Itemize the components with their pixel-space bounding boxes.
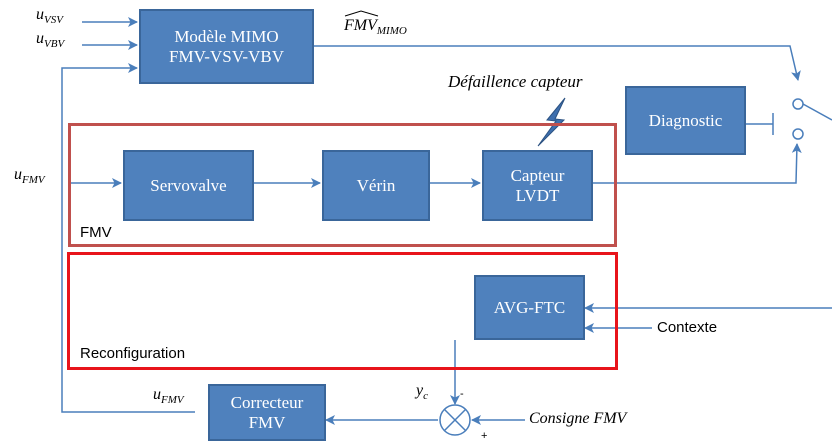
reconfiguration-frame	[67, 252, 618, 370]
correcteur-fmv-label: Correcteur FMV	[230, 392, 304, 432]
u-fmv-output-label: uFMV	[153, 386, 184, 407]
servovalve-block[interactable]: Servovalve	[123, 150, 254, 221]
u-vsv-label: uVSV	[36, 6, 63, 27]
summing-junction	[439, 404, 471, 436]
mimo-model-label: Modèle MIMO FMV-VSV-VBV	[169, 26, 284, 66]
fmv-mimo-estimate-label: FMVMIMO	[344, 17, 407, 38]
mimo-output-line	[314, 45, 801, 81]
consigne-label: Consigne FMV	[529, 410, 627, 427]
diagnostic-label: Diagnostic	[648, 110, 723, 130]
switch-lever	[802, 103, 832, 121]
u-vbv-label: uVBV	[36, 30, 65, 51]
verin-label: Vérin	[356, 175, 396, 195]
correcteur-fmv-block[interactable]: Correcteur FMV	[208, 384, 326, 441]
contexte-label: Contexte	[657, 319, 718, 336]
minus-sign: -	[460, 388, 464, 400]
summing-cross-b	[443, 408, 467, 432]
mimo-model-block[interactable]: Modèle MIMO FMV-VSV-VBV	[139, 9, 314, 84]
fmv-frame	[68, 123, 617, 247]
u-fmv-input-label: uFMV	[14, 166, 45, 187]
verin-block[interactable]: Vérin	[322, 150, 430, 221]
switch-contact-top	[792, 98, 804, 110]
yc-label: yc	[416, 382, 428, 403]
capteur-lvdt-block[interactable]: Capteur LVDT	[482, 150, 593, 221]
diagnostic-block[interactable]: Diagnostic	[625, 86, 746, 155]
capteur-to-switch	[593, 143, 802, 184]
servovalve-label: Servovalve	[150, 175, 227, 195]
defaillance-label: Défaillence capteur	[448, 72, 583, 91]
lightning-icon	[537, 97, 566, 147]
avg-ftc-block[interactable]: AVG-FTC	[474, 275, 585, 340]
fmv-frame-label: FMV	[80, 224, 112, 241]
capteur-lvdt-label: Capteur LVDT	[510, 165, 565, 205]
plus-sign: +	[481, 430, 488, 442]
avg-ftc-label: AVG-FTC	[493, 297, 566, 317]
u-fmv-feedback-line	[61, 63, 195, 413]
reconfiguration-frame-label: Reconfiguration	[80, 345, 186, 362]
switch-contact-bottom	[792, 128, 804, 140]
